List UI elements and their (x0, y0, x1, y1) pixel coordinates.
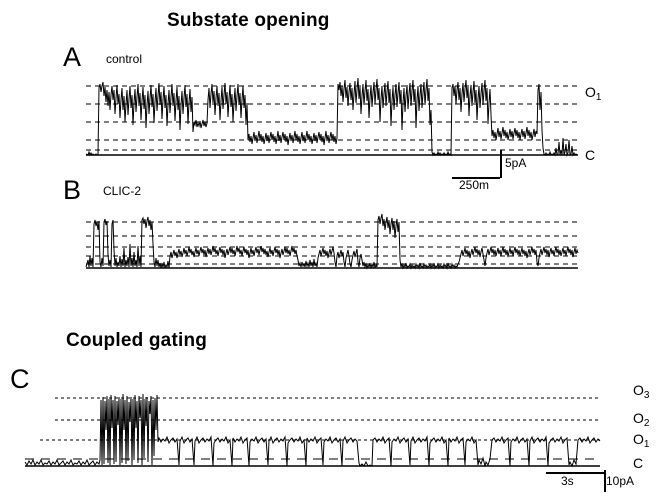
panel-c-label-o3: O3 (633, 382, 650, 401)
panel-a-label-o1: O1 (585, 84, 602, 103)
panel-a-current-trace (85, 77, 578, 157)
panel-c-scalebar-time-label: 3s (561, 474, 574, 488)
panel-letter-b: B (63, 175, 82, 205)
panel-a-scalebar-vertical (500, 150, 502, 178)
panel-c-scalebar-horizontal (546, 472, 604, 474)
panel-c-label-o1: O1 (633, 431, 650, 450)
panel-a-trace-plot (85, 77, 578, 157)
figure-title-substate-opening: Substate opening (167, 10, 330, 31)
panel-c-scalebar-vertical (604, 470, 606, 492)
panel-letter-c: C (10, 364, 30, 394)
figure-title-coupled-gating: Coupled gating (66, 330, 208, 351)
panel-b-current-trace (85, 213, 579, 270)
panel-a-scalebar-horizontal (452, 177, 500, 179)
panel-c-trace-plot (24, 393, 601, 468)
panel-b-trace-plot (85, 213, 579, 270)
panel-c-scalebar-current-label: 10pA (606, 474, 635, 488)
panel-caption-b-clic2: CLIC-2 (103, 184, 142, 198)
panel-caption-a-control: control (106, 52, 143, 66)
panel-a-label-c: C (585, 147, 596, 163)
panel-a-scalebar-current-label: 5pA (505, 156, 527, 170)
panel-c-label-o2: O2 (633, 410, 650, 429)
panel-a-scalebar-time-label: 250m (459, 178, 490, 192)
panel-b-level-lines (86, 221, 578, 265)
panel-letter-a: A (63, 42, 82, 72)
panel-c-label-c: C (633, 455, 644, 471)
panel-c-current-trace (24, 393, 601, 468)
